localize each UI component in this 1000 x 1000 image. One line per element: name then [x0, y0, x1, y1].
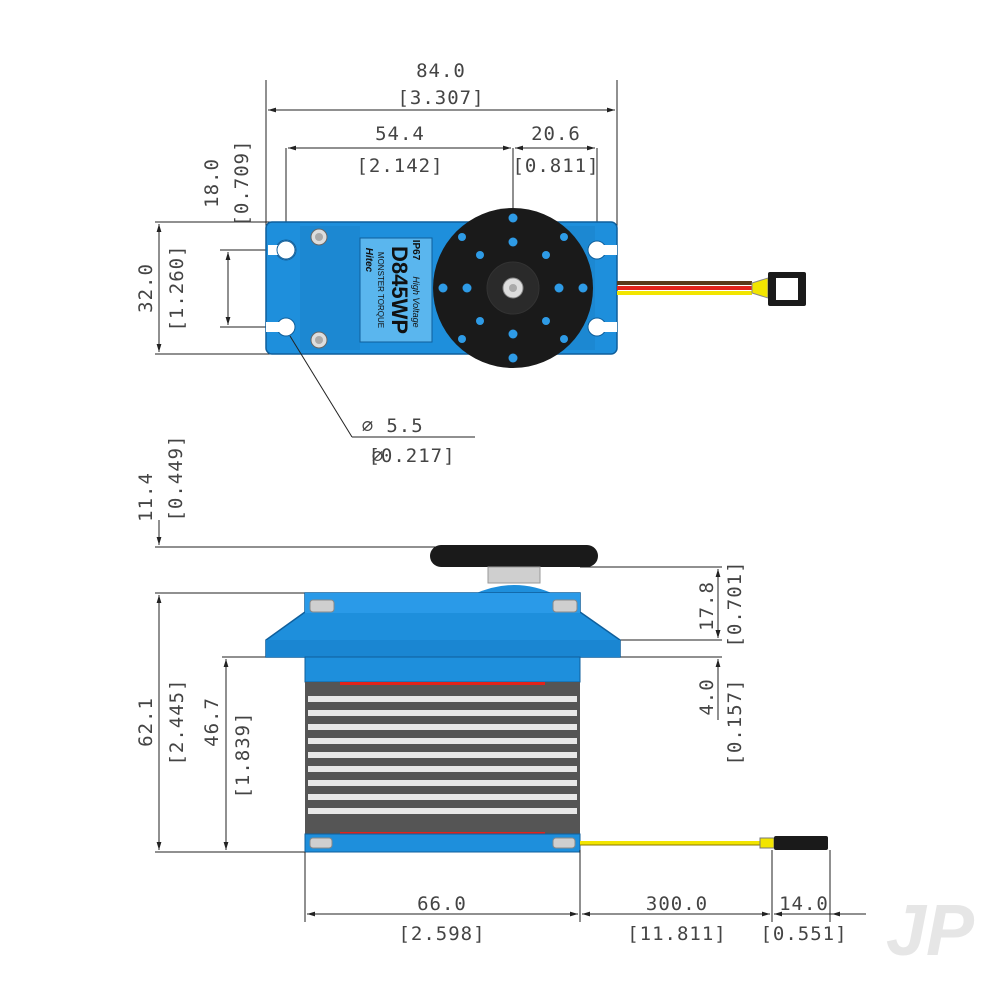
dim-hole-spacing: 18.0 — [201, 158, 223, 208]
connector-side — [774, 836, 828, 850]
dim-horn-offset-inch: [0.811] — [512, 155, 599, 177]
dim-hole-diameter-inch: [0.217] — [368, 445, 455, 467]
side-view: 11.4 [0.449] 62.1 [2.445] 46.7 [1.839] 1… — [135, 434, 866, 945]
dim-hole-diameter-symbol: ⌀ — [362, 415, 374, 437]
voltage-note: High Voltage — [411, 276, 421, 327]
servo-wire-side — [580, 836, 828, 850]
model-name: D845WP — [387, 246, 412, 334]
dim-connector-length: 14.0 — [779, 893, 829, 915]
ip-rating: IP67 — [410, 240, 421, 261]
dim-body-width-inch: [1.260] — [166, 244, 188, 331]
brand-logo: Hitec — [363, 248, 374, 273]
dim-flange-thickness: 4.0 — [696, 678, 718, 715]
dim-mount-span-inch: [2.142] — [356, 155, 443, 177]
dim-horn-height-inch: [0.449] — [165, 434, 187, 521]
dim-case-height-inch: [1.839] — [232, 711, 254, 798]
dim-mount-span: 54.4 — [375, 123, 425, 145]
dim-horn-height: 11.4 — [135, 472, 157, 522]
watermark-logo: JP — [886, 891, 975, 971]
mounting-holes — [266, 228, 617, 349]
dim-wire-length-inch: [11.811] — [627, 923, 727, 945]
dim-hole-diameter-symbol-inch: ⌀ — [372, 445, 384, 467]
dim-horn-offset: 20.6 — [531, 123, 581, 145]
model-label-panel — [359, 237, 433, 343]
dim-top-section: 17.8 — [696, 581, 718, 631]
dim-total-height-inch: [2.445] — [166, 678, 188, 765]
dim-case-length: 66.0 — [417, 893, 467, 915]
dim-hole-diameter: 5.5 — [386, 415, 423, 437]
servo-case-side — [265, 592, 621, 853]
dim-top-section-inch: [0.701] — [724, 560, 746, 647]
dim-case-length-inch: [2.598] — [398, 923, 485, 945]
model-subtitle: MONSTER TORQUE — [376, 252, 385, 328]
dim-wire-length: 300.0 — [646, 893, 708, 915]
top-view: 84.0 [3.307] 54.4 [2.142] 20.6 [0.811] 3… — [135, 60, 806, 467]
dim-case-height: 46.7 — [201, 697, 223, 747]
servo-wire-top — [617, 272, 806, 306]
dim-overall-width: 84.0 — [416, 60, 466, 82]
servo-horn-side — [430, 545, 598, 595]
dim-body-width: 32.0 — [135, 263, 157, 313]
dim-hole-spacing-inch: [0.709] — [231, 139, 253, 226]
dim-flange-thickness-inch: [0.157] — [724, 678, 746, 765]
dim-overall-width-inch: [3.307] — [397, 87, 484, 109]
dim-connector-length-inch: [0.551] — [760, 923, 847, 945]
dim-total-height: 62.1 — [135, 697, 157, 747]
servo-horn-top — [433, 208, 593, 368]
